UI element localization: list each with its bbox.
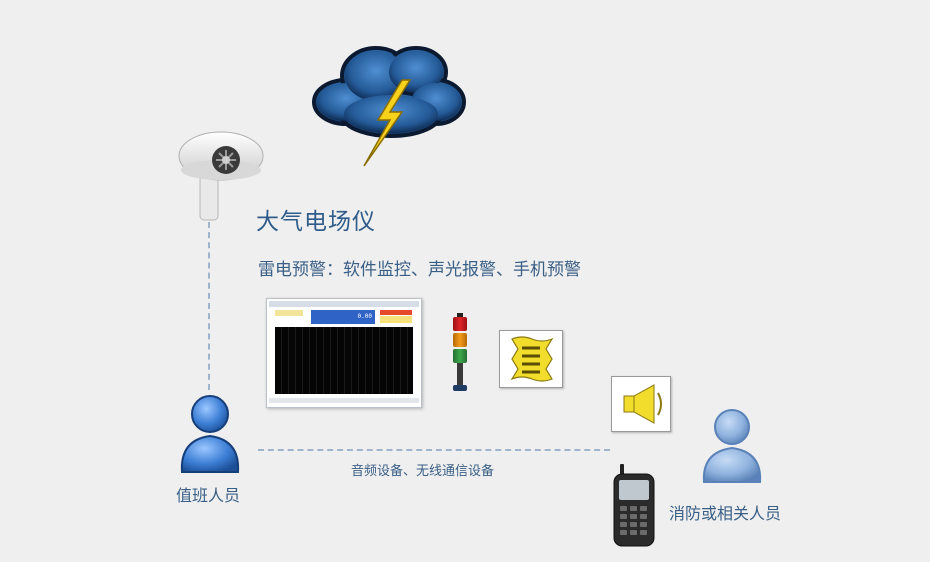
speaker-frame	[611, 376, 671, 432]
person-icon	[180, 395, 240, 473]
field-mill-sensor-icon	[178, 131, 264, 221]
person-icon	[702, 409, 762, 483]
reading-panel: 0.00	[311, 310, 375, 324]
siren-frame	[499, 330, 563, 388]
monitoring-software-window: 0.00	[266, 298, 422, 408]
toolbar-box	[275, 310, 303, 316]
alarm-indicator	[380, 310, 412, 315]
status-indicator	[380, 316, 412, 323]
device-title: 大气电场仪	[256, 209, 376, 235]
horizontal-connector-line	[258, 449, 610, 451]
duty-personnel-label: 值班人员	[176, 486, 241, 505]
audio-devices-label: 音频设备、无线通信设备	[351, 464, 495, 479]
warning-methods-subtitle: 雷电预警：软件监控、声光报警、手机预警	[258, 260, 581, 280]
tower-light-icon	[453, 313, 467, 391]
chart-screen	[275, 327, 413, 394]
reading-value: 0.00	[357, 313, 372, 320]
speaker-icon	[623, 384, 662, 424]
window-statusbar	[269, 398, 419, 403]
fire-personnel-label: 消防或相关人员	[669, 504, 782, 523]
siren-icon	[510, 336, 554, 382]
window-titlebar	[269, 301, 419, 307]
mobile-phone-icon	[613, 464, 655, 547]
storm-cloud-icon	[312, 46, 466, 167]
vertical-connector-line	[208, 222, 210, 390]
